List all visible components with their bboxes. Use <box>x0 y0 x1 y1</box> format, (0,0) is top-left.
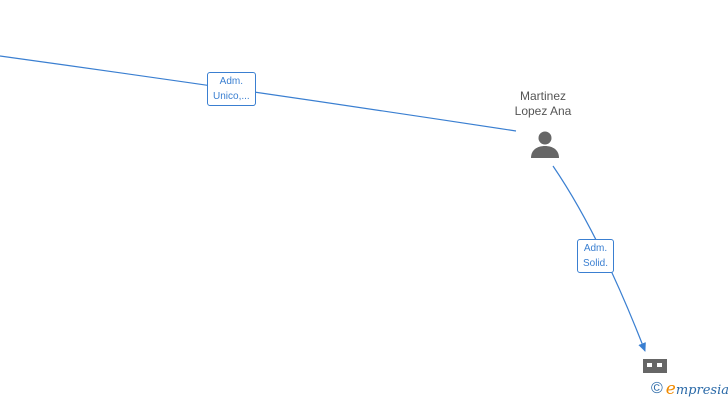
edge-label-line: Solid. <box>583 258 609 269</box>
person-name-line: Lopez Ana <box>514 104 572 118</box>
edge-label-line: Adm. <box>583 243 608 254</box>
person-icon[interactable] <box>530 129 560 159</box>
empresia-watermark: © empresia <box>651 379 728 399</box>
edge-line-admin-unico <box>0 55 517 132</box>
person-name-line: Martinez <box>519 89 566 103</box>
edge-label-line: Adm. <box>219 76 244 87</box>
person-node-name[interactable]: Martinez Lopez Ana <box>503 89 583 119</box>
edge-label-admin-solid[interactable]: Adm. Solid. <box>577 239 615 273</box>
copyright-icon: © <box>651 380 663 397</box>
edge-label-line: Unico,... <box>213 91 250 102</box>
edge-label-admin-unico[interactable]: Adm. Unico,... <box>207 72 256 106</box>
building-icon[interactable] <box>643 359 667 373</box>
brand-name: mpresia <box>675 383 728 398</box>
brand-initial: e <box>665 379 676 399</box>
brand-logo: empresia <box>666 379 728 399</box>
